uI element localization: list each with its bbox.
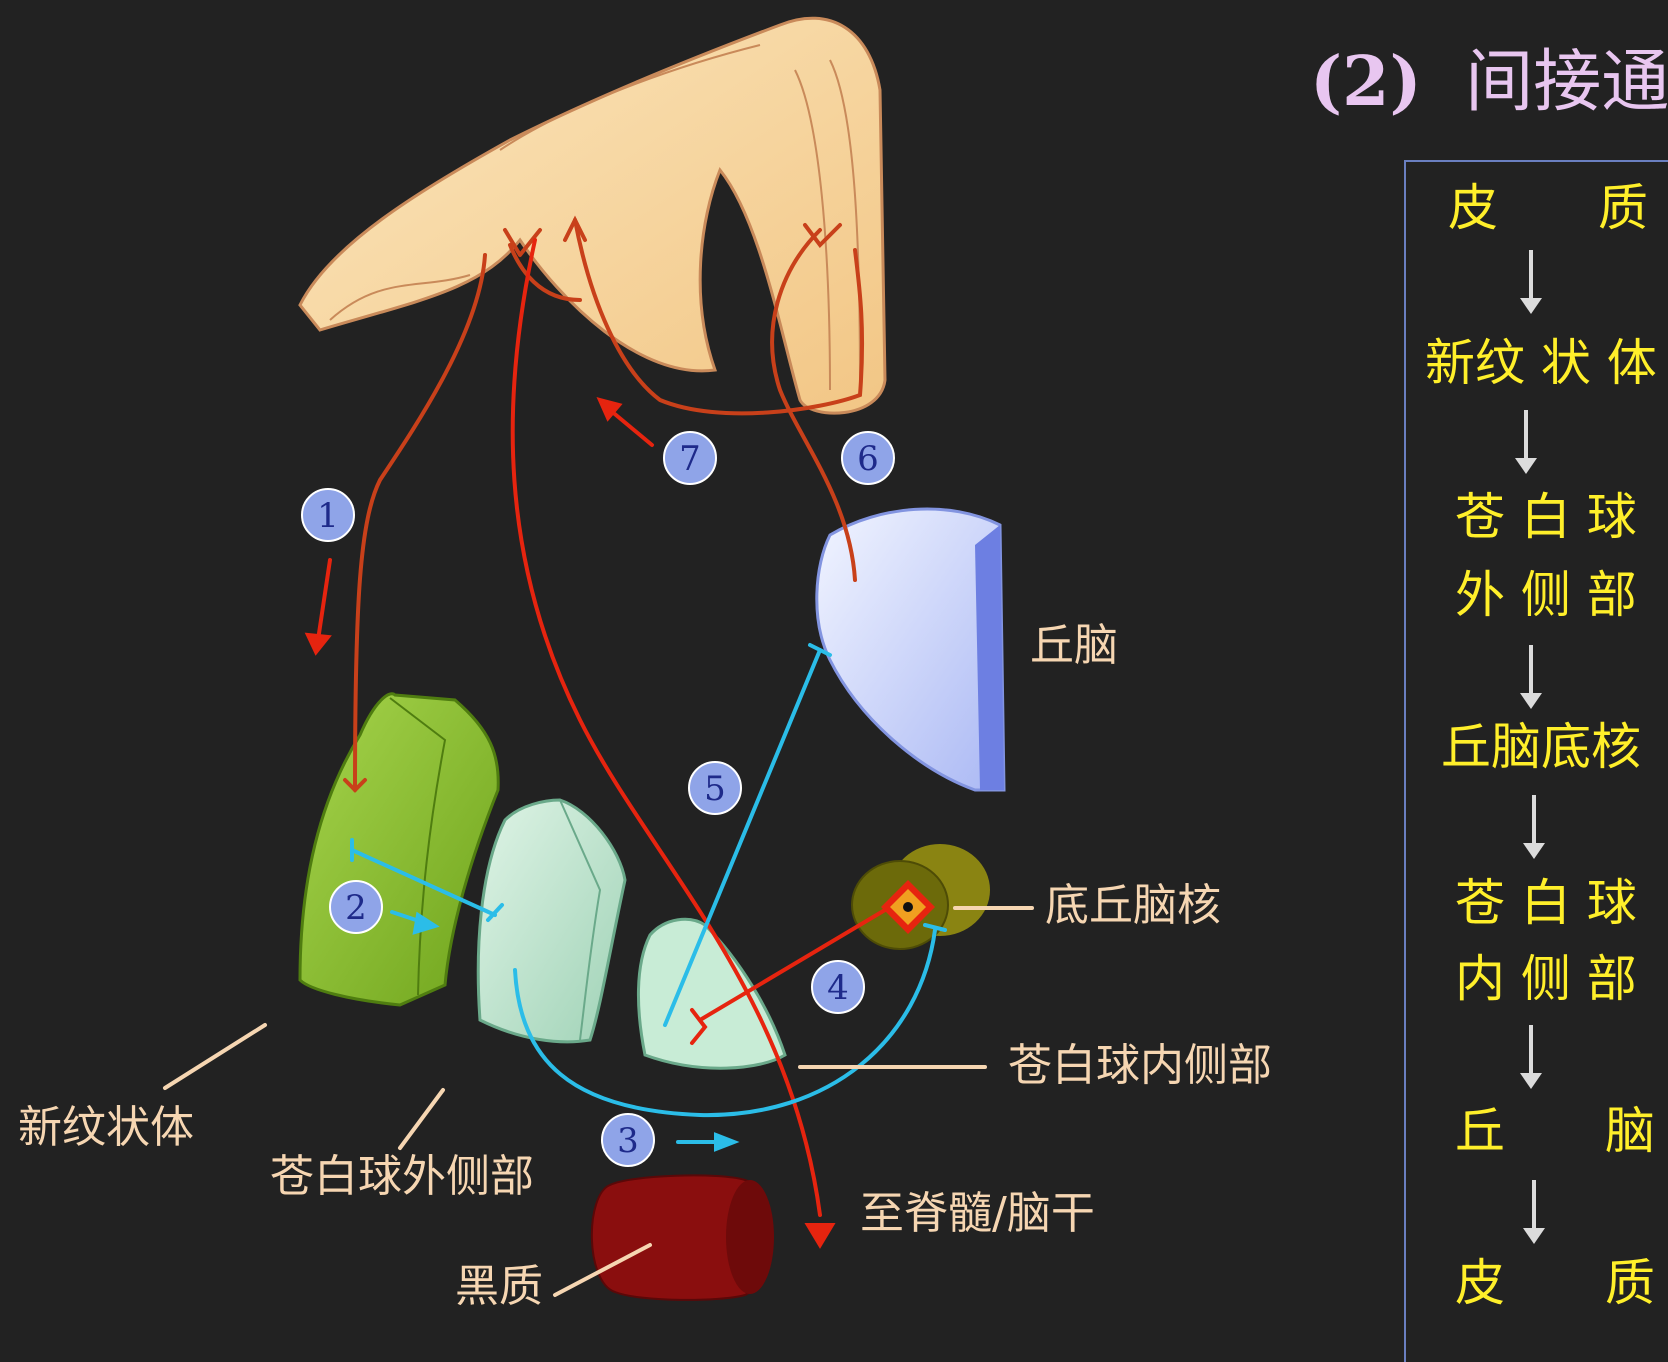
svg-text:6: 6 xyxy=(857,439,879,479)
flow-arrow-1 xyxy=(1520,250,1542,314)
label-gp-external: 苍白球外侧部 xyxy=(270,1151,534,1202)
flow-arrow-3 xyxy=(1520,645,1542,709)
svg-text:1: 1 xyxy=(317,496,339,536)
flow-arrow-6 xyxy=(1523,1180,1545,1244)
flow-arrow-4 xyxy=(1523,795,1545,859)
marker-1: 1 xyxy=(301,488,355,542)
flow-step-neostriatum: 新纹 状 体 xyxy=(1425,334,1657,392)
label-neostriatum: 新纹状体 xyxy=(18,1102,194,1153)
flow-arrow-2 xyxy=(1515,410,1537,474)
label-substantia-nigra: 黑质 xyxy=(455,1261,543,1312)
stn-gpi-projection xyxy=(690,908,887,1045)
marker-2: 2 xyxy=(329,880,383,934)
flow-step-thalamus: 丘 脑 xyxy=(1455,1102,1655,1160)
flow-arrow-5 xyxy=(1520,1025,1542,1089)
flow-step-gpi-line2: 内 侧 部 xyxy=(1455,950,1637,1008)
label-spinal: 至脊髓/脑干 xyxy=(860,1188,1095,1239)
neostriatum-shape xyxy=(298,692,500,1007)
label-gp-internal: 苍白球内侧部 xyxy=(1008,1040,1272,1091)
label-stn: 底丘脑核 xyxy=(1045,880,1221,931)
flow-step-gpe-line2: 外 侧 部 xyxy=(1455,566,1637,624)
section-title: (2) 间接通 xyxy=(1310,48,1668,117)
marker-6: 6 xyxy=(841,431,895,485)
svg-text:5: 5 xyxy=(704,769,726,809)
marker-7: 7 xyxy=(663,431,717,485)
pathway-flow-box xyxy=(1404,160,1668,1362)
flow-step-cortex-return: 皮 质 xyxy=(1455,1254,1655,1312)
title-text: 间接通 xyxy=(1465,43,1668,122)
direction-arrows xyxy=(304,397,740,1152)
pathway-markers: 1 2 3 4 5 6 7 xyxy=(301,431,895,1167)
flow-step-cortex: 皮 质 xyxy=(1448,179,1648,237)
leader-lines xyxy=(163,906,1034,1297)
gp-external-shape xyxy=(476,798,627,1044)
descending-fiber xyxy=(510,238,836,1249)
cortex-shape xyxy=(298,16,887,415)
marker-4: 4 xyxy=(811,960,865,1014)
label-thalamus: 丘脑 xyxy=(1030,620,1118,671)
marker-5: 5 xyxy=(688,761,742,815)
basal-ganglia-diagram: 1 2 3 4 5 6 7 丘脑 底丘脑核 苍白球内侧部 至脊髓/脑干 新纹状体… xyxy=(18,16,1668,1362)
svg-text:3: 3 xyxy=(617,1121,639,1161)
title-number: (2) xyxy=(1310,42,1422,122)
gp-internal-shape xyxy=(636,917,787,1070)
diagram-canvas: 1 2 3 4 5 6 7 xyxy=(163,16,1034,1301)
svg-text:2: 2 xyxy=(345,888,367,928)
flow-step-gpe-line1: 苍 白 球 xyxy=(1455,488,1637,546)
marker-3: 3 xyxy=(601,1113,655,1167)
flow-step-stn: 丘脑底核 xyxy=(1441,718,1641,776)
svg-text:4: 4 xyxy=(827,968,849,1008)
flow-step-gpi-line1: 苍 白 球 xyxy=(1455,874,1637,932)
thalamus-shape xyxy=(815,507,1006,792)
inhibitory-paths xyxy=(350,643,947,1118)
svg-text:7: 7 xyxy=(679,439,701,479)
stn-projection-marker xyxy=(881,880,935,934)
cortical-fibers xyxy=(343,215,865,793)
substantia-nigra-shape xyxy=(590,1174,774,1301)
